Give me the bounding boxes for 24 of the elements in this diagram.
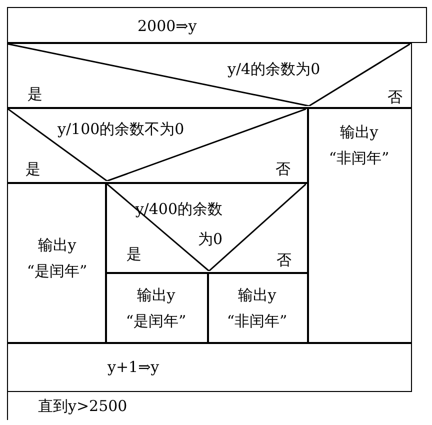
no-label: 否 xyxy=(388,86,402,106)
loop-frame xyxy=(7,7,427,420)
output-box xyxy=(308,108,412,342)
output-box xyxy=(208,272,308,342)
condition-text: y/4的余数为0 xyxy=(228,58,320,78)
output-box xyxy=(6,182,106,342)
no-label: 否 xyxy=(276,250,292,270)
process-box xyxy=(6,342,412,392)
decision-box xyxy=(6,42,412,108)
output-text: 输出y “非闰年” xyxy=(328,122,390,168)
condition-text: y/100的余数不为0 xyxy=(58,118,184,138)
process-box xyxy=(6,6,426,42)
statement-text: y+1⇒y xyxy=(108,356,160,376)
output-text: 输出y “是闰年” xyxy=(124,284,188,332)
decision-box xyxy=(106,182,308,272)
yes-label: 是 xyxy=(26,158,40,178)
loop-condition-text: 直到y>2500 xyxy=(38,396,128,416)
output-text: 输出y “非闰年” xyxy=(226,284,288,332)
yes-label: 是 xyxy=(28,84,42,104)
output-box xyxy=(106,272,208,342)
statement-text: 2000⇒y xyxy=(138,16,197,36)
no-label: 否 xyxy=(276,158,290,178)
output-text: 输出y “是闰年” xyxy=(26,234,88,282)
decision-box xyxy=(6,108,308,182)
